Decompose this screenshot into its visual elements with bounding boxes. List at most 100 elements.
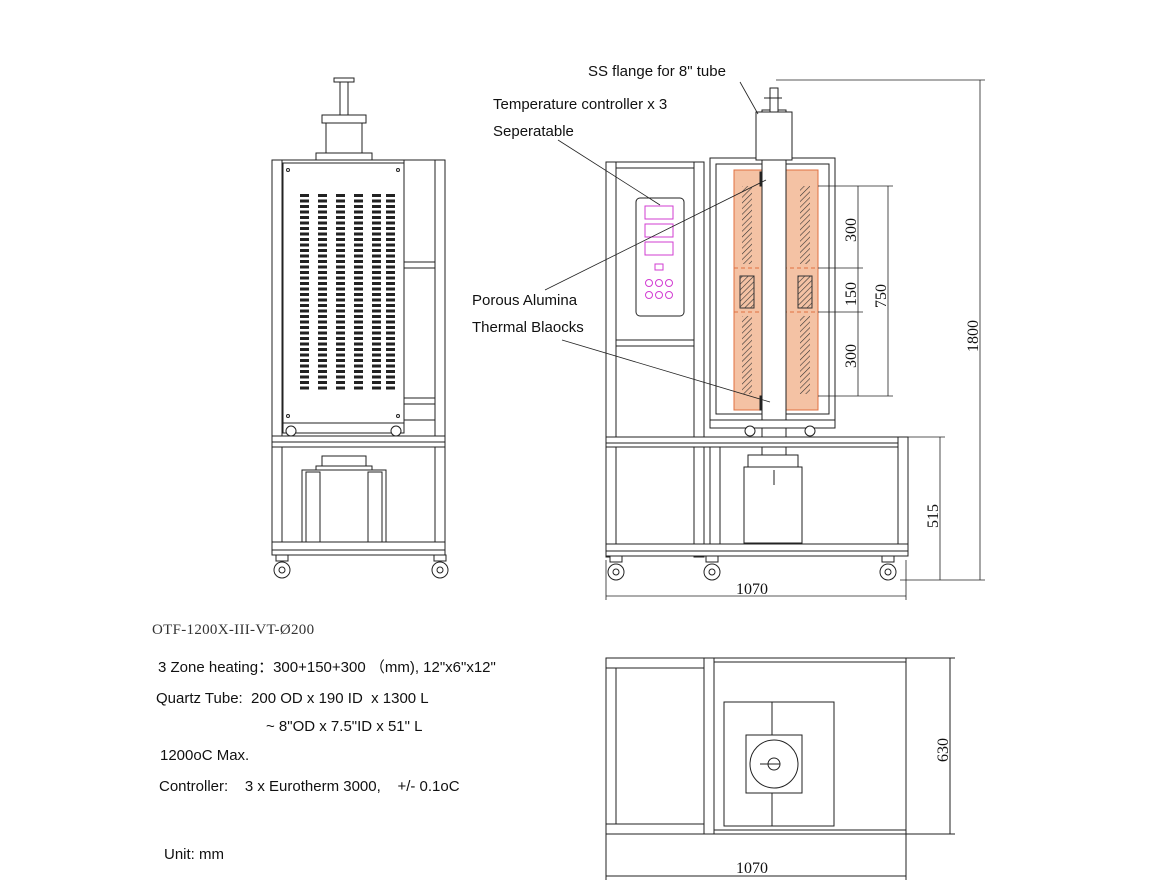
vent-slot — [336, 386, 345, 390]
vent-slot — [372, 282, 381, 285]
vent-slot — [386, 353, 395, 357]
vent-slot — [336, 315, 345, 318]
vent-slot — [386, 199, 395, 203]
spec-tube-line1: Quartz Tube: 200 OD x 190 ID x 1300 L — [156, 690, 429, 707]
spec-zone-heating: 3 Zone heating：300+150+300 （mm), 12"x6"x… — [158, 659, 496, 676]
vent-slot — [386, 348, 395, 351]
vent-slot — [300, 232, 309, 236]
vent-slot — [300, 254, 309, 258]
dim-heated-length: 750 — [873, 284, 890, 308]
vent-slot — [318, 265, 327, 269]
vent-slot — [372, 364, 381, 368]
vent-slot — [336, 304, 345, 307]
vent-slot — [386, 342, 395, 346]
vent-slot — [372, 265, 381, 269]
vent-slot — [354, 293, 363, 296]
vent-slot — [354, 331, 363, 335]
spec-tube-line2: ~ 8"OD x 7.5"ID x 51" L — [266, 718, 423, 735]
vent-slot — [354, 243, 363, 247]
vent-slot — [386, 221, 395, 225]
vent-slot — [318, 320, 327, 324]
vent-slot — [354, 364, 363, 368]
vent-slot — [336, 249, 345, 252]
vent-slot — [354, 205, 363, 208]
vent-slot — [372, 199, 381, 203]
vent-slot — [354, 309, 363, 313]
vent-slot — [386, 194, 395, 197]
controller-callout: Temperature controller x 3 — [493, 96, 667, 113]
vent-slot — [300, 315, 309, 318]
vent-slot — [372, 348, 381, 351]
vent-slot — [336, 381, 345, 384]
separatable-callout: Seperatable — [493, 123, 574, 140]
vent-slot — [318, 282, 327, 285]
vent-slot — [354, 359, 363, 362]
vent-slot — [372, 271, 381, 274]
vent-slot — [354, 194, 363, 197]
vent-slot — [386, 243, 395, 247]
callout-leaders — [544, 81, 771, 403]
vent-slot — [300, 260, 309, 263]
vent-slot — [300, 331, 309, 335]
vent-slot — [386, 254, 395, 258]
vent-slot — [336, 232, 345, 236]
vent-slot — [354, 260, 363, 263]
vent-slot — [300, 221, 309, 225]
vent-slot — [354, 304, 363, 307]
vent-slot — [386, 315, 395, 318]
vent-slot — [318, 375, 327, 379]
vent-slot — [300, 364, 309, 368]
alumina-callout-1: Porous Alumina — [472, 292, 578, 309]
vent-slot — [386, 216, 395, 219]
vent-slot — [354, 353, 363, 357]
vent-slot — [372, 238, 381, 241]
vent-slot — [386, 293, 395, 296]
vent-slot — [354, 287, 363, 291]
vent-slot — [354, 348, 363, 351]
vent-slot — [300, 342, 309, 346]
vent-slot — [300, 249, 309, 252]
vent-slot — [300, 348, 309, 351]
vent-slot — [354, 375, 363, 379]
vent-slot — [372, 370, 381, 373]
vent-slot — [300, 216, 309, 219]
vent-slot — [336, 370, 345, 373]
vent-slot — [336, 221, 345, 225]
vent-slot — [318, 232, 327, 236]
vent-slot — [386, 282, 395, 285]
vent-slot — [318, 326, 327, 329]
vent-slot — [318, 238, 327, 241]
vent-slot — [336, 375, 345, 379]
vent-slot — [300, 271, 309, 274]
vent-slot — [300, 293, 309, 296]
vent-slot — [372, 359, 381, 362]
vent-slot — [386, 298, 395, 302]
vent-slot — [372, 194, 381, 197]
vent-slot — [354, 381, 363, 384]
vent-slot — [336, 320, 345, 324]
vent-slot — [386, 331, 395, 335]
vent-slot — [386, 304, 395, 307]
vent-slot — [372, 381, 381, 384]
vent-slot — [336, 353, 345, 357]
vent-slot — [386, 386, 395, 390]
vent-slot — [300, 375, 309, 379]
vent-slot — [318, 194, 327, 197]
vent-slot — [354, 216, 363, 219]
vent-slot — [336, 298, 345, 302]
vent-slot — [372, 320, 381, 324]
vent-slot — [372, 254, 381, 258]
vent-slot — [386, 232, 395, 236]
vent-slot — [336, 342, 345, 346]
vent-slot — [300, 282, 309, 285]
vent-slot — [372, 232, 381, 236]
vent-slot — [372, 337, 381, 340]
vent-slot — [300, 287, 309, 291]
model-number: OTF-1200X-III-VT-Ø200 — [152, 622, 315, 638]
vent-slot — [300, 309, 309, 313]
vent-slot — [318, 210, 327, 214]
vent-slot — [354, 386, 363, 390]
flange-callout: SS flange for 8" tube — [588, 63, 726, 80]
vent-slot — [386, 210, 395, 214]
vent-slot — [318, 370, 327, 373]
